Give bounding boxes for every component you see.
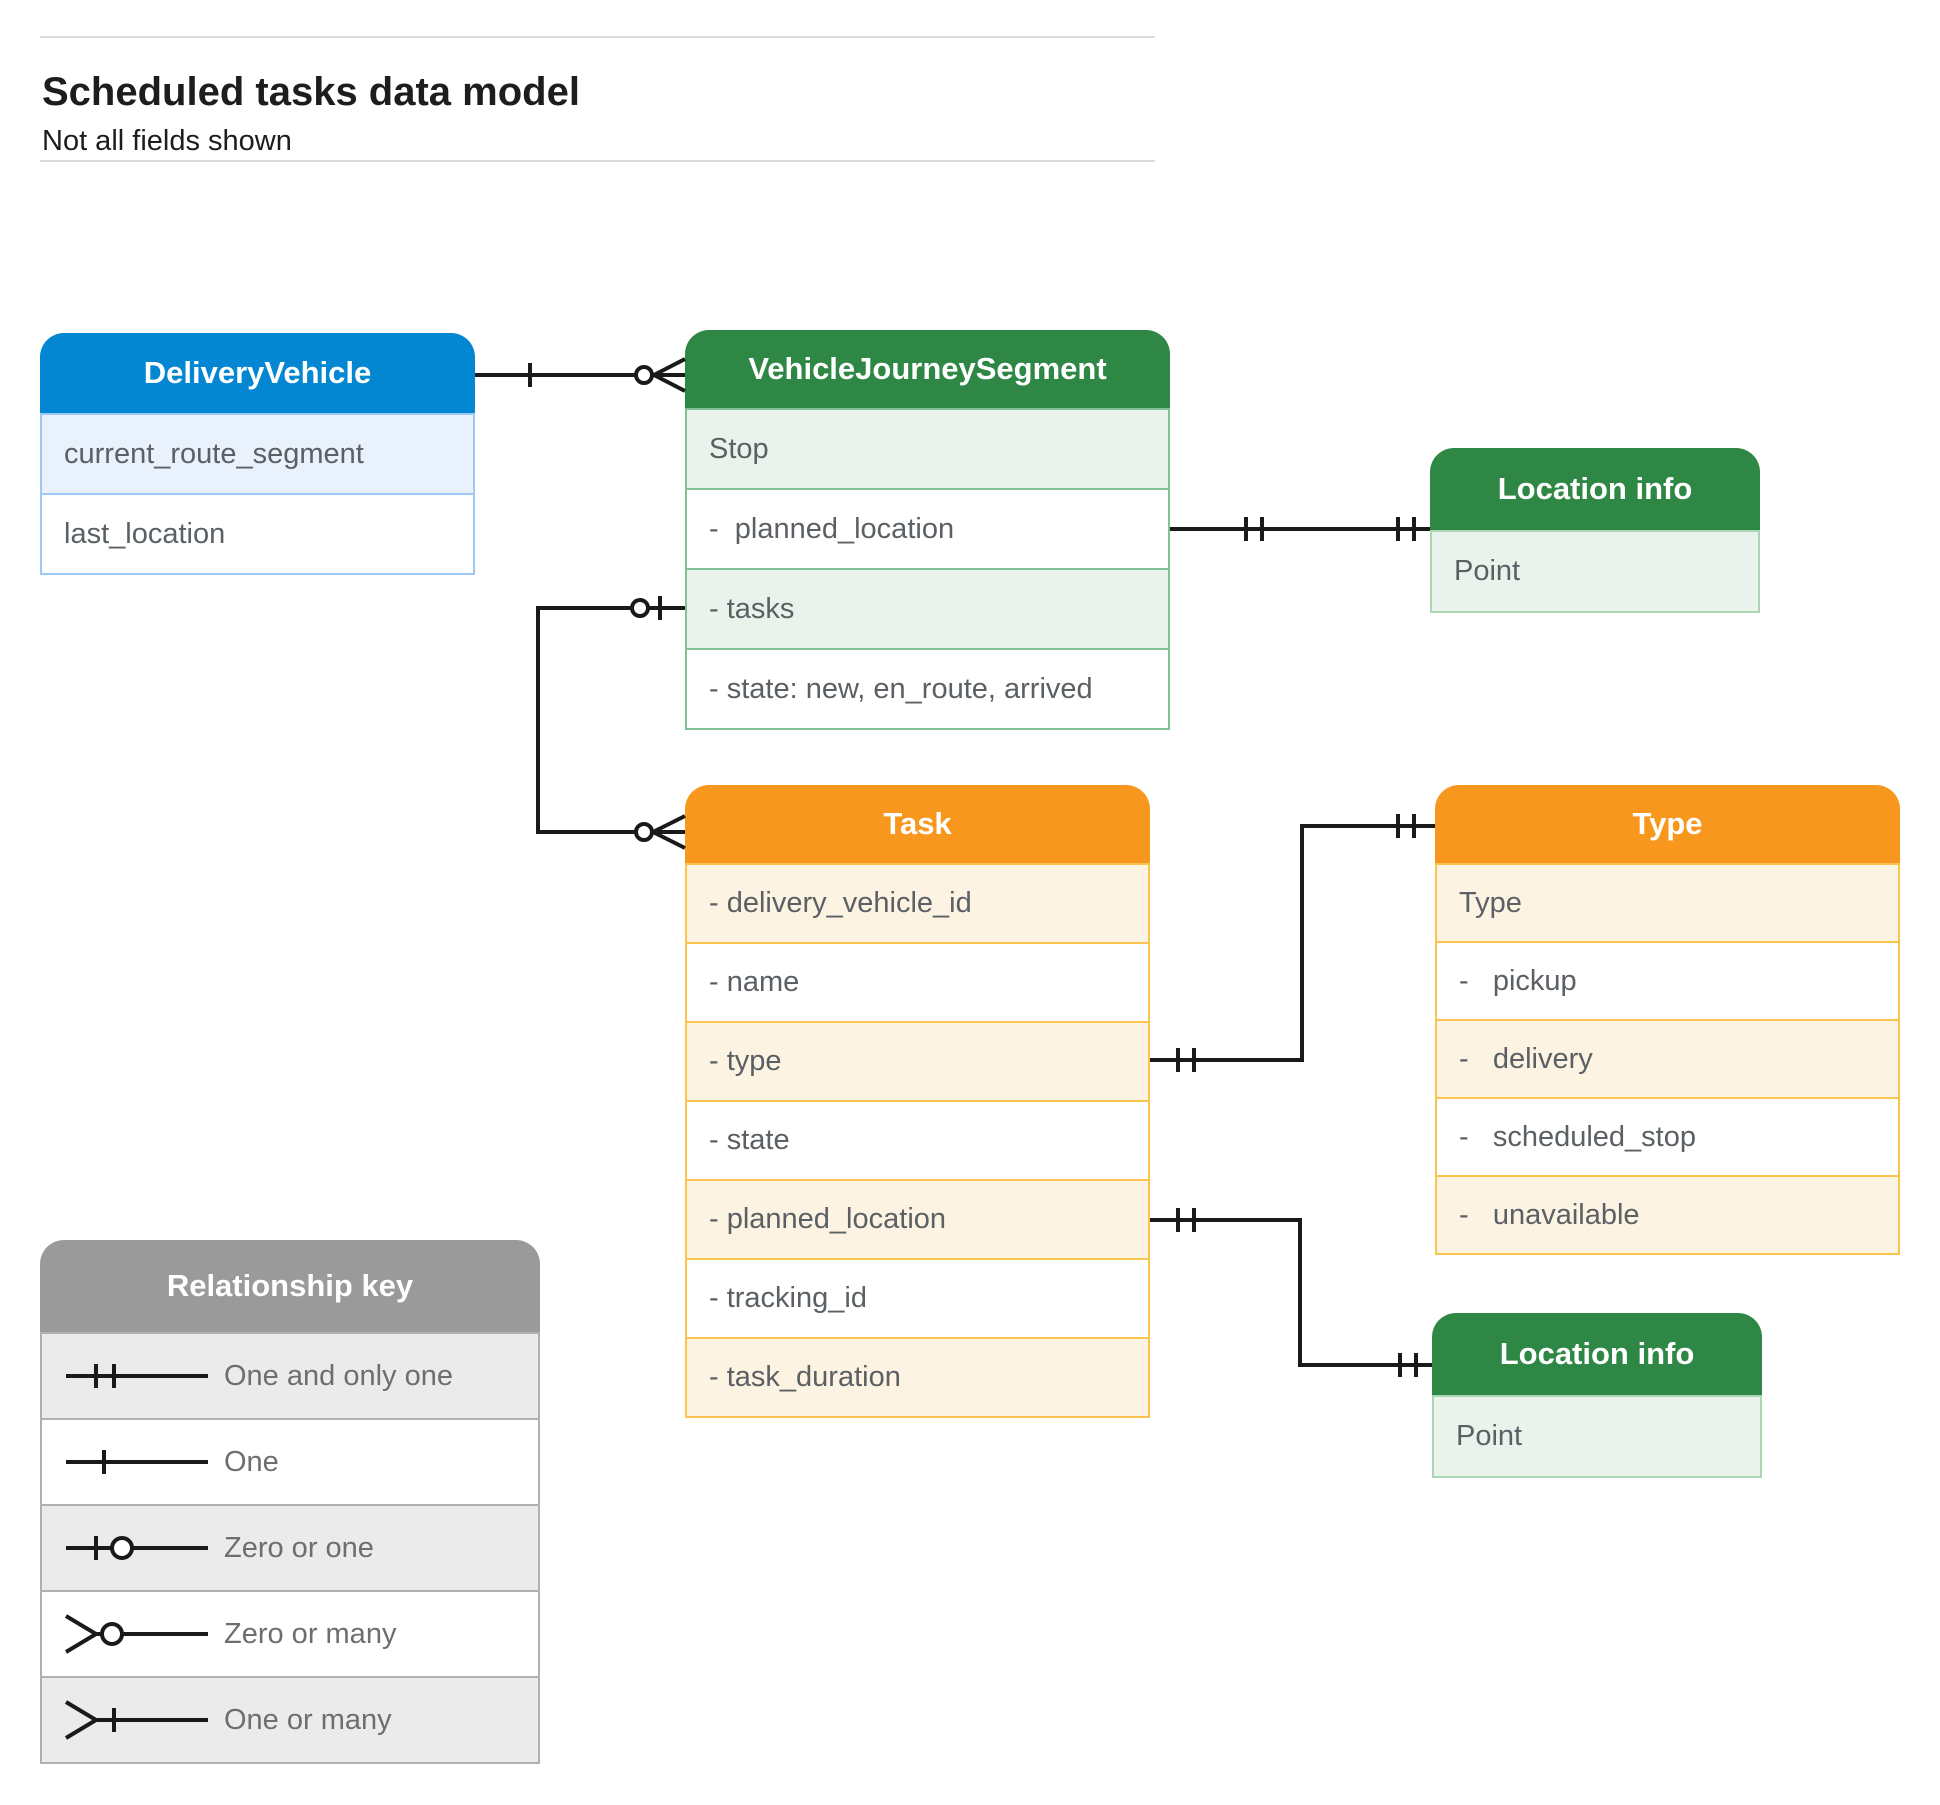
type-title: Type (1435, 785, 1900, 863)
field-label: - unavailable (1459, 1198, 1640, 1231)
one-or-many-icon (64, 1700, 208, 1740)
entity-type: Type Type - pickup - delivery - schedule… (1435, 785, 1900, 1255)
legend-label: Zero or one (224, 1531, 374, 1564)
legend-label: Zero or many (224, 1617, 397, 1650)
field-label: - planned_location (709, 1203, 947, 1235)
field-row: Point (1434, 1397, 1760, 1476)
one-icon (66, 1450, 208, 1474)
legend-row: One and only one (42, 1334, 538, 1418)
connector-task-type (1150, 814, 1435, 1072)
legend-rows: One and only one One Zero or one Zero or… (40, 1332, 540, 1764)
field-row: - delivery_vehicle_id (687, 865, 1148, 942)
page-title: Scheduled tasks data model (42, 70, 580, 114)
delivery-vehicle-fields: current_route_segment last_location (40, 413, 475, 575)
field-row: - tracking_id (687, 1258, 1148, 1337)
field-label: Point (1456, 1420, 1523, 1452)
field-row: current_route_segment (42, 415, 473, 493)
divider-bottom (40, 160, 1155, 162)
field-label: - task_duration (709, 1361, 901, 1393)
entity-location-info-top: Location info Point (1430, 448, 1760, 613)
location-info-top-fields: Point (1430, 530, 1760, 613)
field-row: last_location (42, 493, 473, 573)
task-fields: - delivery_vehicle_id - name - type - st… (685, 863, 1150, 1418)
field-row: - tasks (687, 568, 1168, 648)
field-label: - type (709, 1045, 782, 1077)
legend: Relationship key One and only one One Ze… (40, 1240, 540, 1764)
legend-title: Relationship key (40, 1240, 540, 1332)
field-row: - unavailable (1437, 1175, 1898, 1253)
entity-location-info-bottom: Location info Point (1432, 1313, 1762, 1478)
field-row: Stop (687, 410, 1168, 488)
field-row: Type (1437, 865, 1898, 941)
legend-row: One (42, 1418, 538, 1504)
field-label: Stop (709, 432, 769, 465)
field-label: Point (1454, 555, 1521, 587)
legend-label: One (224, 1445, 279, 1478)
connector-task-locationinfo (1150, 1208, 1432, 1377)
field-row: Point (1432, 532, 1758, 611)
type-fields: Type - pickup - delivery - scheduled_sto… (1435, 863, 1900, 1255)
entity-task: Task - delivery_vehicle_id - name - type… (685, 785, 1150, 1418)
zero-or-one-icon (66, 1536, 208, 1560)
field-label: - state (709, 1124, 790, 1156)
page-subtitle: Not all fields shown (42, 125, 292, 157)
field-row: - scheduled_stop (1437, 1097, 1898, 1175)
legend-row: One or many (42, 1676, 538, 1762)
field-label: - planned_location (709, 512, 955, 545)
entity-delivery-vehicle: DeliveryVehicle current_route_segment la… (40, 333, 475, 575)
connector-deliveryvehicle-vehiclejourneysegment (475, 357, 686, 393)
legend-label: One or many (224, 1703, 392, 1736)
field-label: - delivery (1459, 1042, 1593, 1075)
field-row: - state (687, 1100, 1148, 1179)
field-row: - planned_location (687, 488, 1168, 568)
field-label: - tracking_id (709, 1282, 867, 1314)
field-label: - state: new, en_route, arrived (709, 672, 1093, 705)
connector-vehiclejourneysegment-locationinfo (1170, 517, 1430, 541)
legend-row: Zero or many (42, 1590, 538, 1676)
field-label: last_location (64, 517, 226, 550)
field-label: Type (1459, 886, 1522, 919)
location-info-bottom-title: Location info (1432, 1313, 1762, 1395)
field-row: - name (687, 942, 1148, 1021)
vehicle-journey-segment-fields: Stop - planned_location - tasks - state:… (685, 408, 1170, 730)
zero-or-many-icon (64, 1614, 208, 1654)
field-label: - delivery_vehicle_id (709, 887, 972, 919)
location-info-bottom-fields: Point (1432, 1395, 1762, 1478)
field-label: current_route_segment (64, 437, 364, 470)
field-row: - delivery (1437, 1019, 1898, 1097)
vehicle-journey-segment-title: VehicleJourneySegment (685, 330, 1170, 408)
field-label: - tasks (709, 592, 795, 625)
field-row: - task_duration (687, 1337, 1148, 1416)
field-label: - pickup (1459, 964, 1577, 997)
field-label: - scheduled_stop (1459, 1120, 1696, 1153)
field-label: - name (709, 966, 800, 998)
divider-top (40, 36, 1155, 38)
legend-row: Zero or one (42, 1504, 538, 1590)
field-row: - state: new, en_route, arrived (687, 648, 1168, 728)
task-title: Task (685, 785, 1150, 863)
legend-label: One and only one (224, 1359, 453, 1392)
field-row: - pickup (1437, 941, 1898, 1019)
one-and-only-one-icon (66, 1364, 208, 1388)
location-info-top-title: Location info (1430, 448, 1760, 530)
entity-vehicle-journey-segment: VehicleJourneySegment Stop - planned_loc… (685, 330, 1170, 730)
field-row: - planned_location (687, 1179, 1148, 1258)
delivery-vehicle-title: DeliveryVehicle (40, 333, 475, 413)
field-row: - type (687, 1021, 1148, 1100)
connector-vehiclejourneysegment-task (536, 596, 686, 850)
